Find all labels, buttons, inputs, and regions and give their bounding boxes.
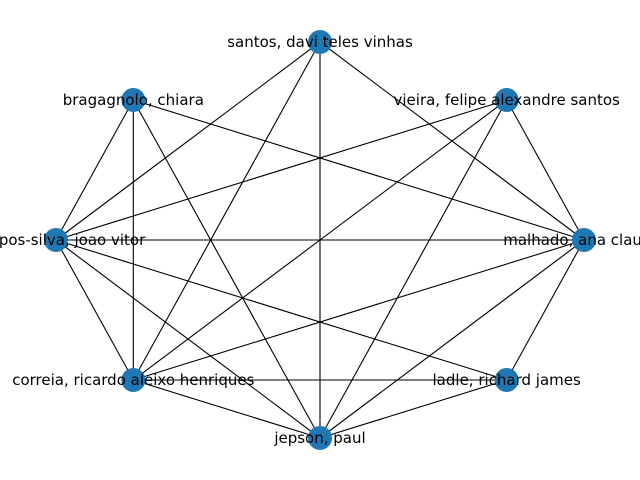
node-campos[interactable] <box>44 228 68 252</box>
edge-campos-bragagnolo <box>55 99 134 241</box>
node-label-bragagnolo: bragagnolo, chiara <box>63 91 204 109</box>
edge-vieira-malhado <box>506 99 585 241</box>
node-santos[interactable] <box>308 30 332 54</box>
edge-santos-campos <box>55 41 321 241</box>
edge-layer <box>55 41 585 439</box>
edge-malhado-ladle <box>506 239 585 381</box>
node-jepson[interactable] <box>308 426 332 450</box>
edge-malhado-correia <box>133 239 585 381</box>
edge-santos-correia <box>132 41 321 381</box>
edge-ladle-jepson <box>319 379 507 439</box>
node-ladle[interactable] <box>494 368 519 393</box>
edge-malhado-bragagnolo <box>133 99 585 241</box>
edge-jepson-bragagnolo <box>132 99 321 439</box>
edge-malhado-jepson <box>319 239 585 439</box>
node-label-santos: santos, davi teles vinhas <box>227 33 413 51</box>
node-label-jepson: jepson, paul <box>273 429 365 447</box>
node-vieira[interactable] <box>494 87 519 112</box>
node-layer <box>44 30 596 450</box>
edge-jepson-campos <box>55 239 321 439</box>
node-label-campos: campos-silva, joao vitor <box>0 231 146 249</box>
label-layer: santos, davi teles vinhas vieira, felipe … <box>0 33 640 447</box>
node-malhado[interactable] <box>572 228 596 252</box>
edge-correia-campos <box>55 239 134 381</box>
edge-vieira-jepson <box>319 99 508 439</box>
edge-ladle-campos <box>55 239 507 381</box>
node-label-ladle: ladle, richard james <box>433 371 581 389</box>
edge-jepson-correia <box>133 379 321 439</box>
node-correia[interactable] <box>121 368 146 393</box>
node-label-correia: correia, ricardo aleixo henriques <box>12 371 254 389</box>
edge-vieira-campos <box>55 99 507 241</box>
node-label-malhado: malhado, ana claudia <box>503 231 640 249</box>
node-bragagnolo[interactable] <box>121 87 146 112</box>
node-label-vieira: vieira, felipe alexandre santos <box>394 91 621 109</box>
